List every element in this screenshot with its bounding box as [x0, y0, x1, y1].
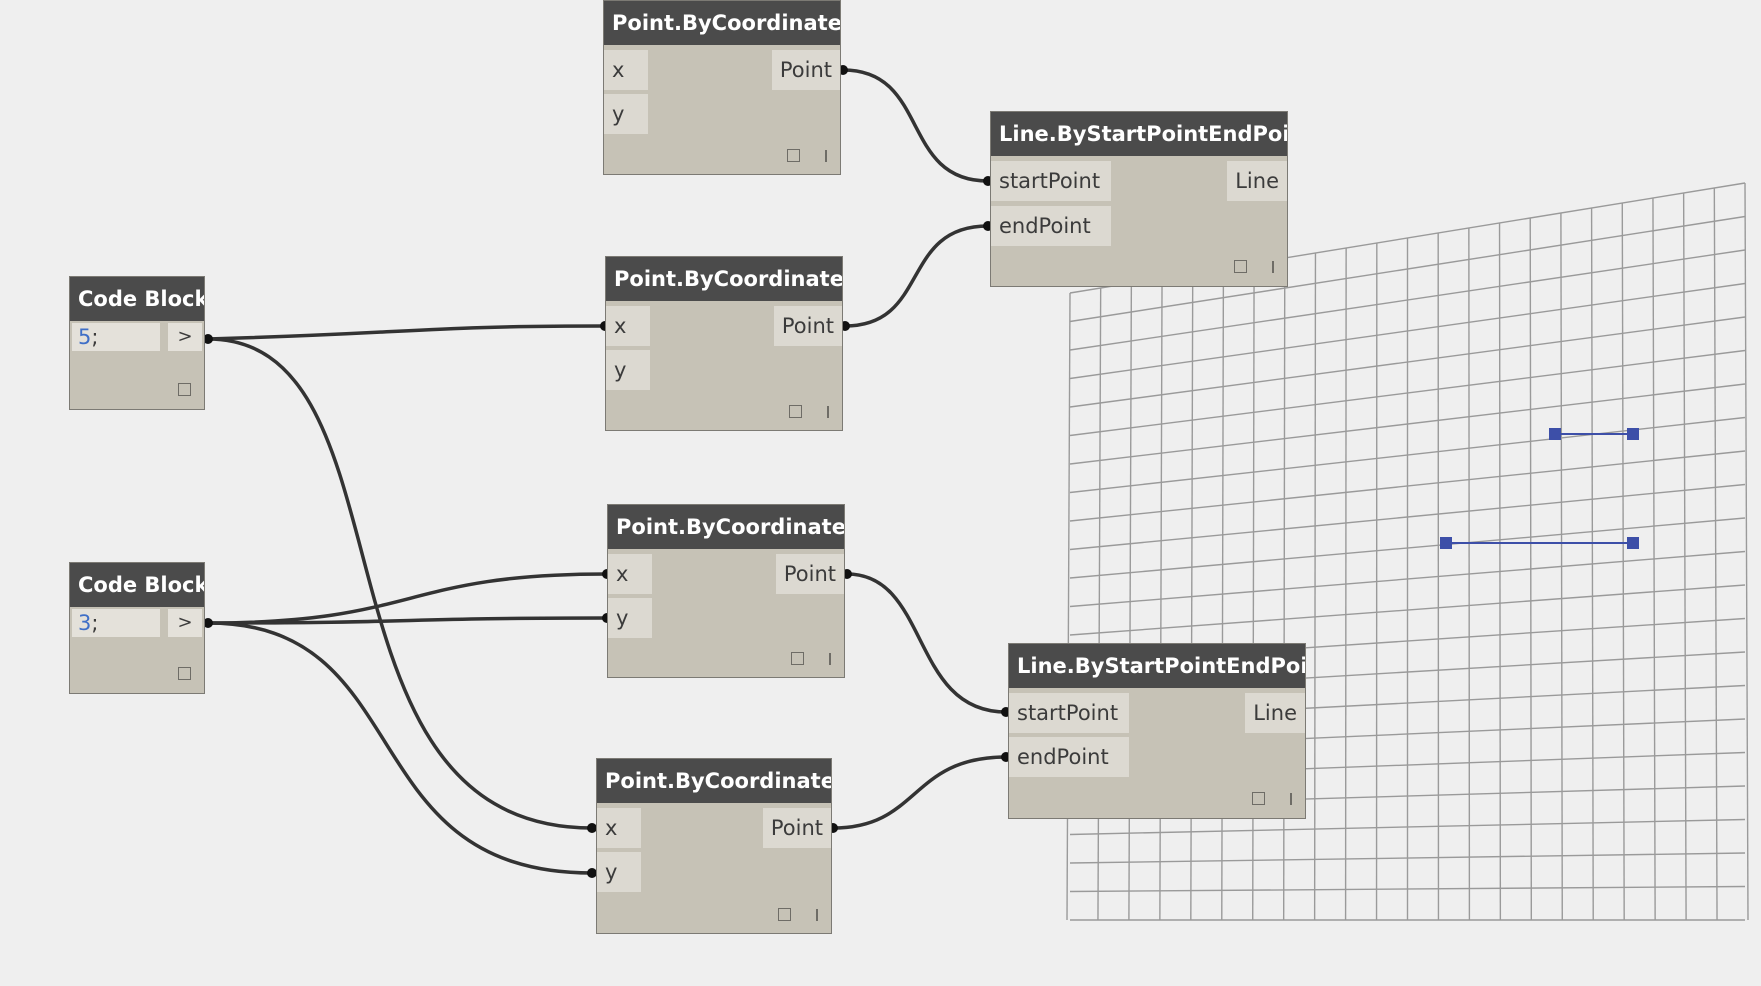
input-port-start-point[interactable]: startPoint — [1009, 693, 1129, 733]
lacing-indicator — [816, 909, 818, 921]
input-port-x[interactable]: x — [604, 50, 648, 90]
grid-line — [1744, 182, 1749, 921]
preview-line-top — [1549, 428, 1639, 440]
input-port-start-point[interactable]: startPoint — [991, 161, 1111, 201]
lacing-indicator — [829, 653, 831, 665]
code-terminator: ; — [91, 611, 99, 635]
preview-toggle-icon[interactable] — [178, 667, 191, 680]
line-by-start-point-end-point-node-1[interactable]: Line.ByStartPointEndPoint startPoint end… — [990, 111, 1288, 287]
preview-toggle-icon[interactable] — [787, 149, 800, 162]
preview-point-marker — [1549, 428, 1561, 440]
input-port-y[interactable]: y — [606, 350, 650, 390]
grid-line — [1069, 584, 1746, 636]
preview-toggle-icon[interactable] — [791, 652, 804, 665]
output-port[interactable]: > — [168, 323, 202, 351]
node-title[interactable]: Point.ByCoordinates — [604, 1, 840, 45]
grid-line — [1069, 249, 1746, 351]
lacing-indicator — [827, 406, 829, 418]
grid-line — [1069, 349, 1746, 437]
grid-line — [1069, 450, 1746, 522]
preview-point-marker — [1627, 537, 1639, 549]
preview-point-marker — [1440, 537, 1452, 549]
node-title[interactable]: Point.ByCoordinates — [597, 759, 831, 803]
output-port-point[interactable]: Point — [773, 306, 842, 346]
node-title[interactable]: Line.ByStartPointEndPoint — [991, 112, 1287, 156]
grid-line — [1069, 550, 1746, 608]
preview-line-bottom — [1440, 537, 1639, 549]
output-port-point[interactable]: Point — [775, 554, 844, 594]
input-port-y[interactable]: y — [604, 94, 648, 134]
input-port-end-point[interactable]: endPoint — [991, 206, 1111, 246]
preview-toggle-icon[interactable] — [1252, 792, 1265, 805]
node-title[interactable]: Point.ByCoordinates — [606, 257, 842, 301]
lacing-indicator — [1272, 261, 1274, 273]
code-block-node-1[interactable]: Code Block 5; > — [69, 276, 205, 410]
input-port-end-point[interactable]: endPoint — [1009, 737, 1129, 777]
point-by-coordinates-node-1[interactable]: Point.ByCoordinates x y Point — [603, 0, 841, 175]
input-port-x[interactable]: x — [597, 808, 641, 848]
preview-point-marker — [1627, 428, 1639, 440]
code-block-node-2[interactable]: Code Block 3; > — [69, 562, 205, 694]
preview-toggle-icon[interactable] — [1234, 260, 1247, 273]
grid-line — [1069, 818, 1746, 836]
grid-line — [1069, 316, 1746, 408]
input-port-x[interactable]: x — [606, 306, 650, 346]
output-port[interactable]: > — [168, 609, 202, 637]
output-port-line[interactable]: Line — [1245, 693, 1305, 733]
grid-line — [1069, 215, 1746, 323]
grid-line — [1069, 282, 1746, 380]
code-number: 3 — [78, 611, 92, 635]
grid-line — [1069, 383, 1746, 465]
node-title[interactable]: Code Block — [70, 563, 204, 607]
point-by-coordinates-node-2[interactable]: Point.ByCoordinates x y Point — [605, 256, 843, 431]
code-number: 5 — [78, 325, 92, 349]
code-input[interactable]: 5; — [72, 323, 160, 351]
preview-toggle-icon[interactable] — [178, 383, 191, 396]
point-by-coordinates-node-4[interactable]: Point.ByCoordinates x y Point — [596, 758, 832, 934]
code-input[interactable]: 3; — [72, 609, 160, 637]
node-title[interactable]: Point.ByCoordinates — [608, 505, 844, 549]
point-by-coordinates-node-3[interactable]: Point.ByCoordinates x y Point — [607, 504, 845, 678]
input-port-x[interactable]: x — [608, 554, 652, 594]
grid-line — [1069, 852, 1746, 864]
code-terminator: ; — [91, 325, 99, 349]
grid-line — [1069, 483, 1746, 551]
node-title[interactable]: Line.ByStartPointEndPoint — [1009, 644, 1305, 688]
output-port-point[interactable]: Point — [762, 808, 831, 848]
input-port-y[interactable]: y — [597, 852, 641, 892]
node-title[interactable]: Code Block — [70, 277, 204, 321]
output-port-line[interactable]: Line — [1227, 161, 1287, 201]
grid-line — [1069, 885, 1746, 893]
lacing-indicator — [825, 150, 827, 162]
line-by-start-point-end-point-node-2[interactable]: Line.ByStartPointEndPoint startPoint end… — [1008, 643, 1306, 819]
output-port-point[interactable]: Point — [771, 50, 840, 90]
grid-line — [1069, 517, 1746, 579]
lacing-indicator — [1290, 793, 1292, 805]
input-port-y[interactable]: y — [608, 598, 652, 638]
grid-line — [1066, 292, 1071, 921]
preview-toggle-icon[interactable] — [789, 405, 802, 418]
grid-lines — [1066, 182, 1749, 921]
preview-toggle-icon[interactable] — [778, 908, 791, 921]
